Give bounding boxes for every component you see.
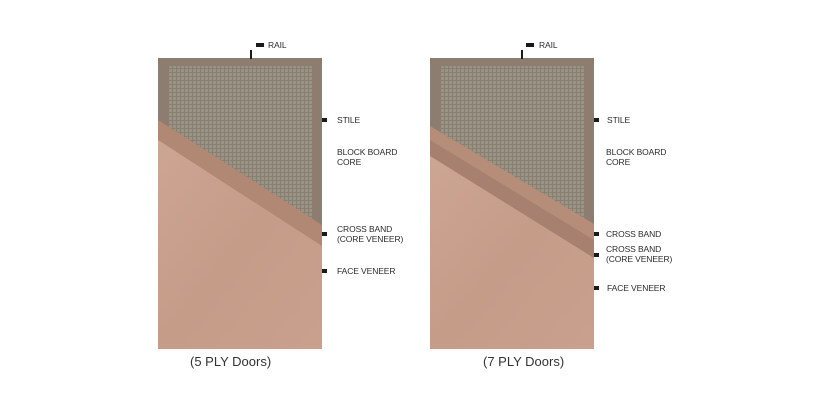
rail-tick-5 <box>256 43 264 47</box>
door-5-face-veneer <box>158 140 322 349</box>
crossband-label-7: CROSS BAND <box>606 229 662 239</box>
stile-label-5: STILE <box>337 115 361 125</box>
stile-tick-7 <box>594 118 599 122</box>
rail-label-7: RAIL <box>539 40 558 50</box>
rail-tick-7-stem <box>521 50 523 59</box>
crossband2-label-7-line2: (CORE VENEER) <box>606 254 673 264</box>
rail-tick-7 <box>526 43 534 47</box>
core-label-7-line1: BLOCK BOARD <box>606 147 667 157</box>
core-label-7-line2: CORE <box>606 157 631 167</box>
stile-label-7: STILE <box>607 115 631 125</box>
stile-tick-5 <box>322 118 327 122</box>
crossband2-tick-7 <box>594 253 599 257</box>
face-tick-7 <box>594 286 599 290</box>
door-5-ply <box>158 58 322 349</box>
face-label-5: FACE VENEER <box>337 266 396 276</box>
door-7-ply <box>430 58 594 349</box>
crossband-label-5-line2: (CORE VENEER) <box>337 234 404 244</box>
crossband-label-5-line1: CROSS BAND <box>337 224 393 234</box>
rail-label-5: RAIL <box>268 40 287 50</box>
caption-5-ply: (5 PLY Doors) <box>190 354 272 369</box>
caption-7-ply: (7 PLY Doors) <box>483 354 565 369</box>
crossband-tick-5 <box>322 232 327 236</box>
door-7-face-veneer <box>430 156 594 349</box>
core-label-5-line1: BLOCK BOARD <box>337 147 398 157</box>
rail-tick-5-stem <box>250 50 252 59</box>
face-tick-5 <box>322 269 327 273</box>
face-label-7: FACE VENEER <box>607 283 666 293</box>
crossband2-label-7-line1: CROSS BAND <box>606 244 662 254</box>
core-label-5-line2: CORE <box>337 157 362 167</box>
crossband-tick-7 <box>594 232 599 236</box>
